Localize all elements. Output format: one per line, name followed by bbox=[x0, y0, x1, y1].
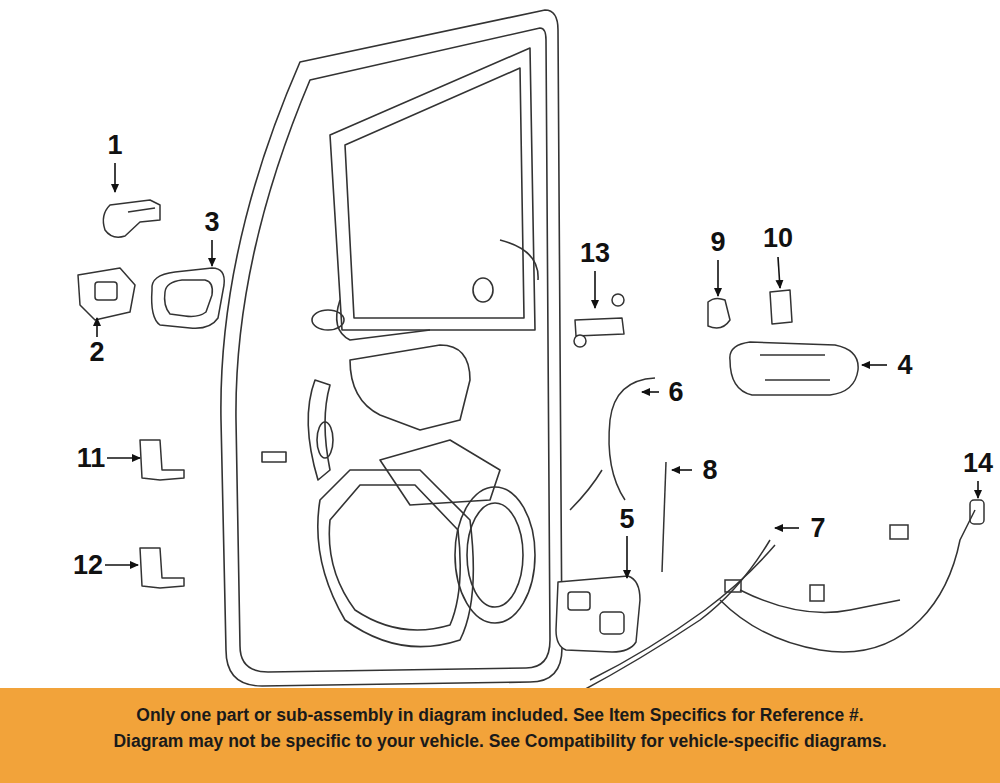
leader-arrows-part bbox=[862, 364, 887, 366]
door-panel-part bbox=[455, 487, 535, 623]
cables-and-harness-part bbox=[570, 470, 602, 510]
cables-and-harness-part bbox=[890, 525, 908, 539]
parts-part bbox=[760, 355, 830, 380]
cables-and-harness bbox=[570, 378, 984, 692]
callout-number: 13 bbox=[580, 240, 610, 267]
parts-part bbox=[78, 268, 135, 320]
door-panel-part bbox=[500, 240, 538, 280]
leader-arrows-part bbox=[775, 527, 799, 529]
parts-part bbox=[612, 294, 624, 306]
parts-part bbox=[730, 342, 858, 395]
notice-text: Only one part or sub-assembly in diagram… bbox=[10, 702, 990, 728]
door-panel-part bbox=[329, 485, 460, 630]
callout-number: 10 bbox=[763, 225, 793, 252]
leader-arrows-part bbox=[107, 457, 140, 459]
cables-and-harness-part bbox=[725, 580, 741, 592]
callout-number: 6 bbox=[668, 379, 683, 406]
leader-arrows-part bbox=[114, 163, 116, 192]
leader-arrows-part bbox=[105, 564, 138, 566]
parts-part bbox=[128, 208, 155, 212]
parts bbox=[78, 200, 858, 652]
door-panel-part bbox=[350, 345, 470, 430]
callout-number: 9 bbox=[710, 229, 725, 256]
callout-number: 12 bbox=[73, 552, 103, 579]
callout-number: 5 bbox=[619, 506, 634, 533]
callout-number: 11 bbox=[77, 445, 106, 472]
door-panel-part bbox=[467, 503, 523, 607]
leader-arrows-part bbox=[778, 257, 780, 288]
parts-part bbox=[708, 298, 730, 328]
cables-and-harness-part bbox=[580, 540, 770, 692]
door-panel-part bbox=[236, 28, 550, 672]
door-panel-part bbox=[345, 68, 524, 318]
notice-text: Diagram may not be specific to your vehi… bbox=[10, 728, 990, 754]
parts-part bbox=[575, 318, 624, 336]
leader-arrows-part bbox=[717, 260, 719, 296]
parts-part bbox=[140, 548, 184, 588]
callout-number: 14 bbox=[963, 450, 993, 477]
leader-arrows bbox=[97, 163, 978, 578]
door-panel bbox=[221, 10, 562, 686]
leader-arrows-part bbox=[96, 318, 98, 337]
callout-number: 8 bbox=[702, 457, 717, 484]
notice-band: Only one part or sub-assembly in diagram… bbox=[0, 688, 1000, 783]
leader-arrows-part bbox=[626, 536, 628, 578]
door-panel-part bbox=[380, 440, 500, 505]
leader-arrows-part bbox=[211, 240, 213, 266]
parts-part bbox=[140, 440, 184, 480]
parts-part bbox=[95, 282, 117, 300]
cables-and-harness-part bbox=[662, 462, 666, 572]
leader-arrows-part bbox=[642, 391, 659, 393]
cables-and-harness-part bbox=[810, 585, 824, 601]
parts-part bbox=[574, 335, 586, 347]
door-panel-part bbox=[221, 10, 562, 686]
parts-part bbox=[152, 268, 225, 328]
cables-and-harness-part bbox=[609, 378, 655, 500]
callout-number: 4 bbox=[897, 352, 912, 379]
callout-number: 2 bbox=[89, 339, 104, 366]
parts-part bbox=[568, 592, 590, 610]
leader-arrows-part bbox=[672, 469, 692, 471]
parts-part bbox=[103, 200, 160, 237]
door-panel-part bbox=[330, 48, 535, 330]
cables-and-harness-part bbox=[590, 545, 775, 680]
callout-number: 7 bbox=[810, 515, 825, 542]
leader-arrows-part bbox=[594, 271, 596, 308]
leader-arrows-part bbox=[977, 481, 979, 498]
door-panel-part bbox=[318, 470, 474, 647]
door-panel-part bbox=[337, 300, 430, 340]
parts-part bbox=[556, 576, 640, 652]
callout-number: 3 bbox=[204, 209, 219, 236]
cables-and-harness-part bbox=[720, 510, 975, 652]
door-panel-part bbox=[317, 422, 333, 458]
parts-part bbox=[165, 280, 213, 317]
callout-number: 1 bbox=[107, 132, 122, 159]
cables-and-harness-part bbox=[970, 500, 984, 524]
door-panel-part bbox=[312, 310, 344, 330]
parts-part bbox=[770, 290, 792, 324]
parts-part bbox=[600, 612, 624, 634]
door-panel-part bbox=[262, 452, 286, 462]
door-panel-part bbox=[473, 278, 493, 302]
